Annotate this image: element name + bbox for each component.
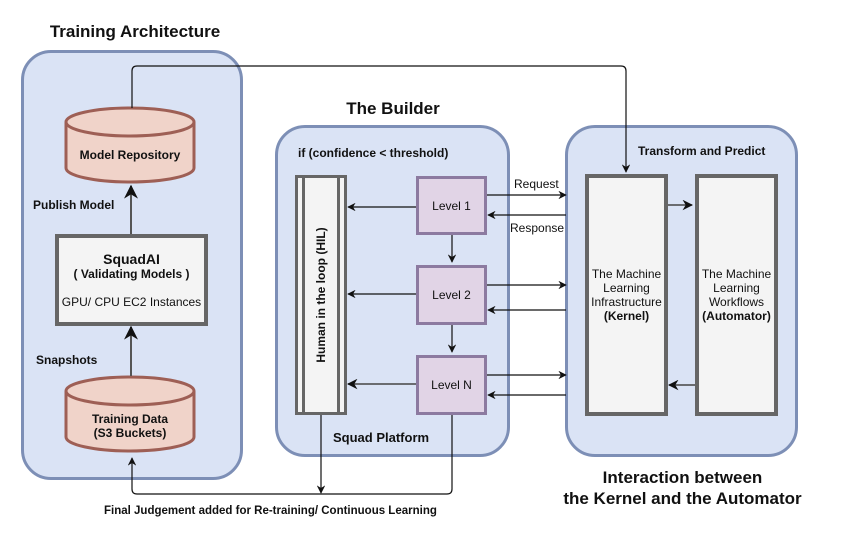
human-in-the-loop-box: Human in the loop (HIL)	[295, 175, 347, 415]
interaction-caption: Interaction between the Kernel and the A…	[545, 467, 820, 509]
transform-predict-label: Transform and Predict	[638, 144, 766, 158]
kernel-line-1: The Machine	[591, 267, 662, 281]
squadai-subtitle: ( Validating Models )	[73, 267, 190, 281]
response-label: Response	[510, 221, 565, 235]
automator-bold: (Automator)	[702, 309, 771, 323]
automator-box: The Machine Learning Workflows (Automato…	[695, 174, 778, 416]
confidence-condition-label: if (confidence < threshold)	[298, 146, 449, 160]
request-label: Request	[514, 177, 559, 191]
automator-line-2: Learning	[713, 281, 760, 295]
level-1-box: Level 1	[416, 176, 487, 235]
interaction-caption-line1: Interaction between	[602, 468, 763, 487]
squadai-box: SquadAI ( Validating Models ) GPU/ CPU E…	[55, 234, 208, 326]
training-data-cylinder	[64, 375, 196, 453]
training-architecture-title: Training Architecture	[49, 22, 221, 41]
training-data-line2: (S3 Buckets)	[93, 426, 167, 440]
model-repository-cylinder	[64, 106, 196, 184]
squadai-instances: GPU/ CPU EC2 Instances	[61, 295, 202, 309]
level-2-box: Level 2	[416, 265, 487, 325]
feedback-label: Final Judgement added for Re-training/ C…	[104, 505, 437, 517]
hil-label: Human in the loop (HIL)	[314, 227, 328, 363]
automator-line-3: Workflows	[708, 295, 765, 309]
kernel-box: The Machine Learning Infrastructure (Ker…	[585, 174, 668, 416]
level-n-box: Level N	[416, 355, 487, 415]
interaction-caption-line2: the Kernel and the Automator	[563, 489, 802, 508]
publish-model-label: Publish Model	[33, 198, 115, 212]
snapshots-label: Snapshots	[36, 353, 98, 367]
builder-title: The Builder	[346, 99, 440, 118]
squad-platform-label: Squad Platform	[333, 430, 430, 445]
kernel-bold: (Kernel)	[603, 309, 650, 323]
squadai-title: SquadAI	[103, 251, 160, 267]
feedback-loop-connector	[127, 413, 453, 495]
kernel-line-3: Infrastructure	[591, 295, 662, 309]
repo-to-kernel-connector	[131, 65, 631, 173]
automator-line-1: The Machine	[701, 267, 772, 281]
model-repository-label: Model Repository	[79, 148, 181, 162]
training-data-line1: Training Data	[91, 412, 168, 426]
kernel-line-2: Learning	[603, 281, 650, 295]
training-data-label: Training Data (S3 Buckets)	[66, 412, 194, 440]
